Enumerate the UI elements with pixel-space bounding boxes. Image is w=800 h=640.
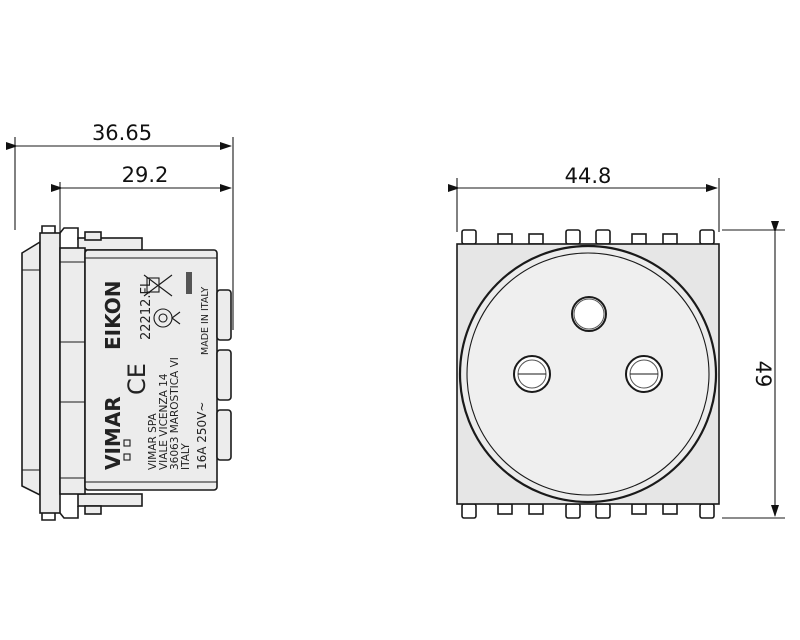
address-line-1: VIALE VICENZA 14 (158, 373, 170, 470)
earth-pin-hole (571, 296, 607, 332)
marking-bar (186, 272, 192, 294)
quality-mark-icon (153, 308, 181, 328)
series-logo-text: EIKON (101, 281, 125, 350)
ce-mark: CE (123, 363, 151, 395)
address-line-2: 36063 MAROSTICA VI (169, 357, 181, 470)
dimension-partial-depth-value: 29.2 (122, 163, 169, 187)
live-pin-hole (513, 355, 551, 393)
dimension-partial-depth: 29.2 (51, 163, 232, 192)
dimension-overall-depth: 36.65 (6, 121, 232, 150)
company-name: VIMAR SPA (147, 413, 159, 470)
product-label: VIMAR EIKON CE 22212.FL VIMAR SPA VIALE … (101, 272, 211, 470)
dimension-width: 44.8 (448, 164, 718, 192)
crossed-bin-icon (143, 274, 173, 297)
bottom-clip-tabs (461, 503, 715, 519)
dimension-width-value: 44.8 (565, 164, 612, 188)
front-view: 44.8 49 (448, 164, 785, 519)
dimension-overall-depth-value: 36.65 (92, 121, 152, 145)
country: ITALY (180, 443, 192, 470)
neutral-pin-hole (625, 355, 663, 393)
dimension-height: 49 (751, 221, 779, 517)
side-view: 36.65 29.2 (6, 121, 234, 521)
made-in-origin: MADE IN ITALY (200, 287, 211, 355)
top-clip-tabs (461, 229, 715, 245)
brand-logo-text: VIMAR (101, 396, 125, 470)
terminal-symbol-icon (123, 439, 131, 461)
product-code: 22212.FL (139, 279, 154, 340)
electrical-rating: 16A 250V~ (195, 402, 209, 470)
dimension-height-value: 49 (751, 361, 775, 388)
socket-inner-ring (466, 252, 710, 496)
